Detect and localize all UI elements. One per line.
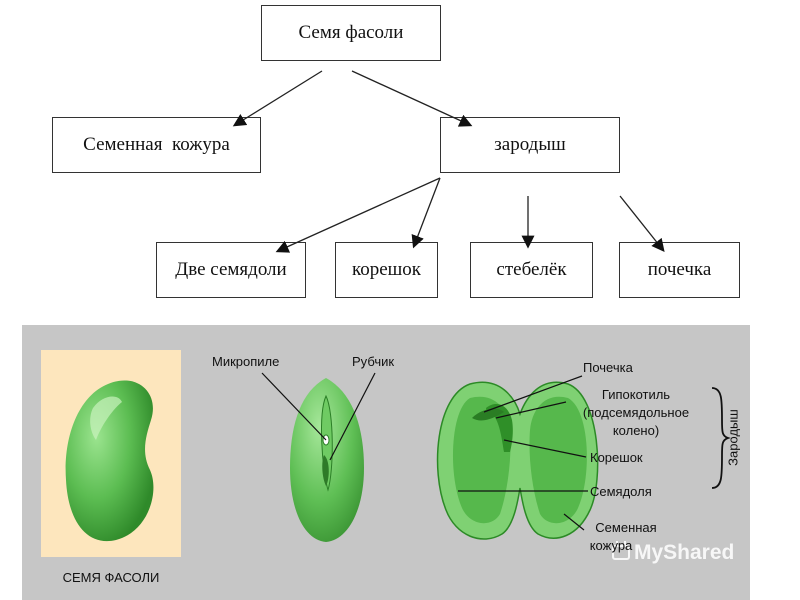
label-hilum: Рубчик: [352, 354, 395, 369]
label-micropyle: Микропиле: [212, 354, 280, 369]
leader-micropyle: [261, 372, 327, 441]
two-cotyledons-label: Две семядоли: [175, 259, 287, 280]
root-box-seed: Семя фасоли: [261, 5, 441, 61]
embryo-bracket: [711, 387, 731, 489]
bud-leaf: [472, 408, 504, 421]
caption-whole-seed: СЕМЯ ФАСОЛИ: [62, 570, 160, 585]
box-seed-coat: Семенная кожура: [52, 117, 261, 173]
label-hypocotyl-2: (подсемядольное: [582, 405, 690, 420]
label-radicle: Корешок: [590, 450, 643, 465]
arrow-root-to-coat: [232, 70, 323, 127]
box-bud: почечка: [619, 242, 740, 298]
label-embryo-vertical: Зародыш: [725, 409, 741, 466]
whole-bean-highlight: [90, 396, 122, 440]
hierarchy-arrows: [232, 70, 665, 253]
watermark-icon: [612, 541, 630, 560]
arrow-embryo-to-cotyledons: [275, 177, 441, 253]
bud-label: почечка: [647, 259, 712, 280]
leader-hypocotyl: [495, 401, 567, 419]
label-bud: Почечка: [583, 360, 633, 375]
label-cotyledon: Семядоля: [590, 484, 652, 499]
hilum-dark: [322, 455, 329, 486]
arrow-embryo-to-bud: [619, 195, 665, 253]
leader-hilum: [329, 372, 376, 461]
stem-label: стебелёк: [496, 259, 567, 280]
leader-bud: [483, 375, 583, 413]
box-radicle: корешок: [335, 242, 438, 298]
box-stem: стебелёк: [470, 242, 593, 298]
label-hypocotyl-1: Гипокотиль: [601, 387, 671, 402]
leader-seed-coat: [563, 513, 585, 531]
leader-radicle: [503, 439, 587, 458]
arrow-embryo-to-radicle: [411, 177, 441, 249]
label-seed-coat-1: Семенная: [595, 520, 657, 535]
radicle-label: корешок: [351, 259, 422, 280]
whole-bean: [65, 380, 154, 542]
arrow-root-to-embryo: [351, 70, 473, 127]
embryo-label: зародыш: [494, 134, 566, 155]
watermark-text: MyShared: [634, 541, 735, 564]
seed-coat-label: Семенная кожура: [83, 134, 230, 155]
root-label: Семя фасоли: [298, 22, 404, 43]
label-seed-coat-2: кожура: [589, 538, 633, 553]
label-hypocotyl-3: колено): [612, 423, 660, 438]
